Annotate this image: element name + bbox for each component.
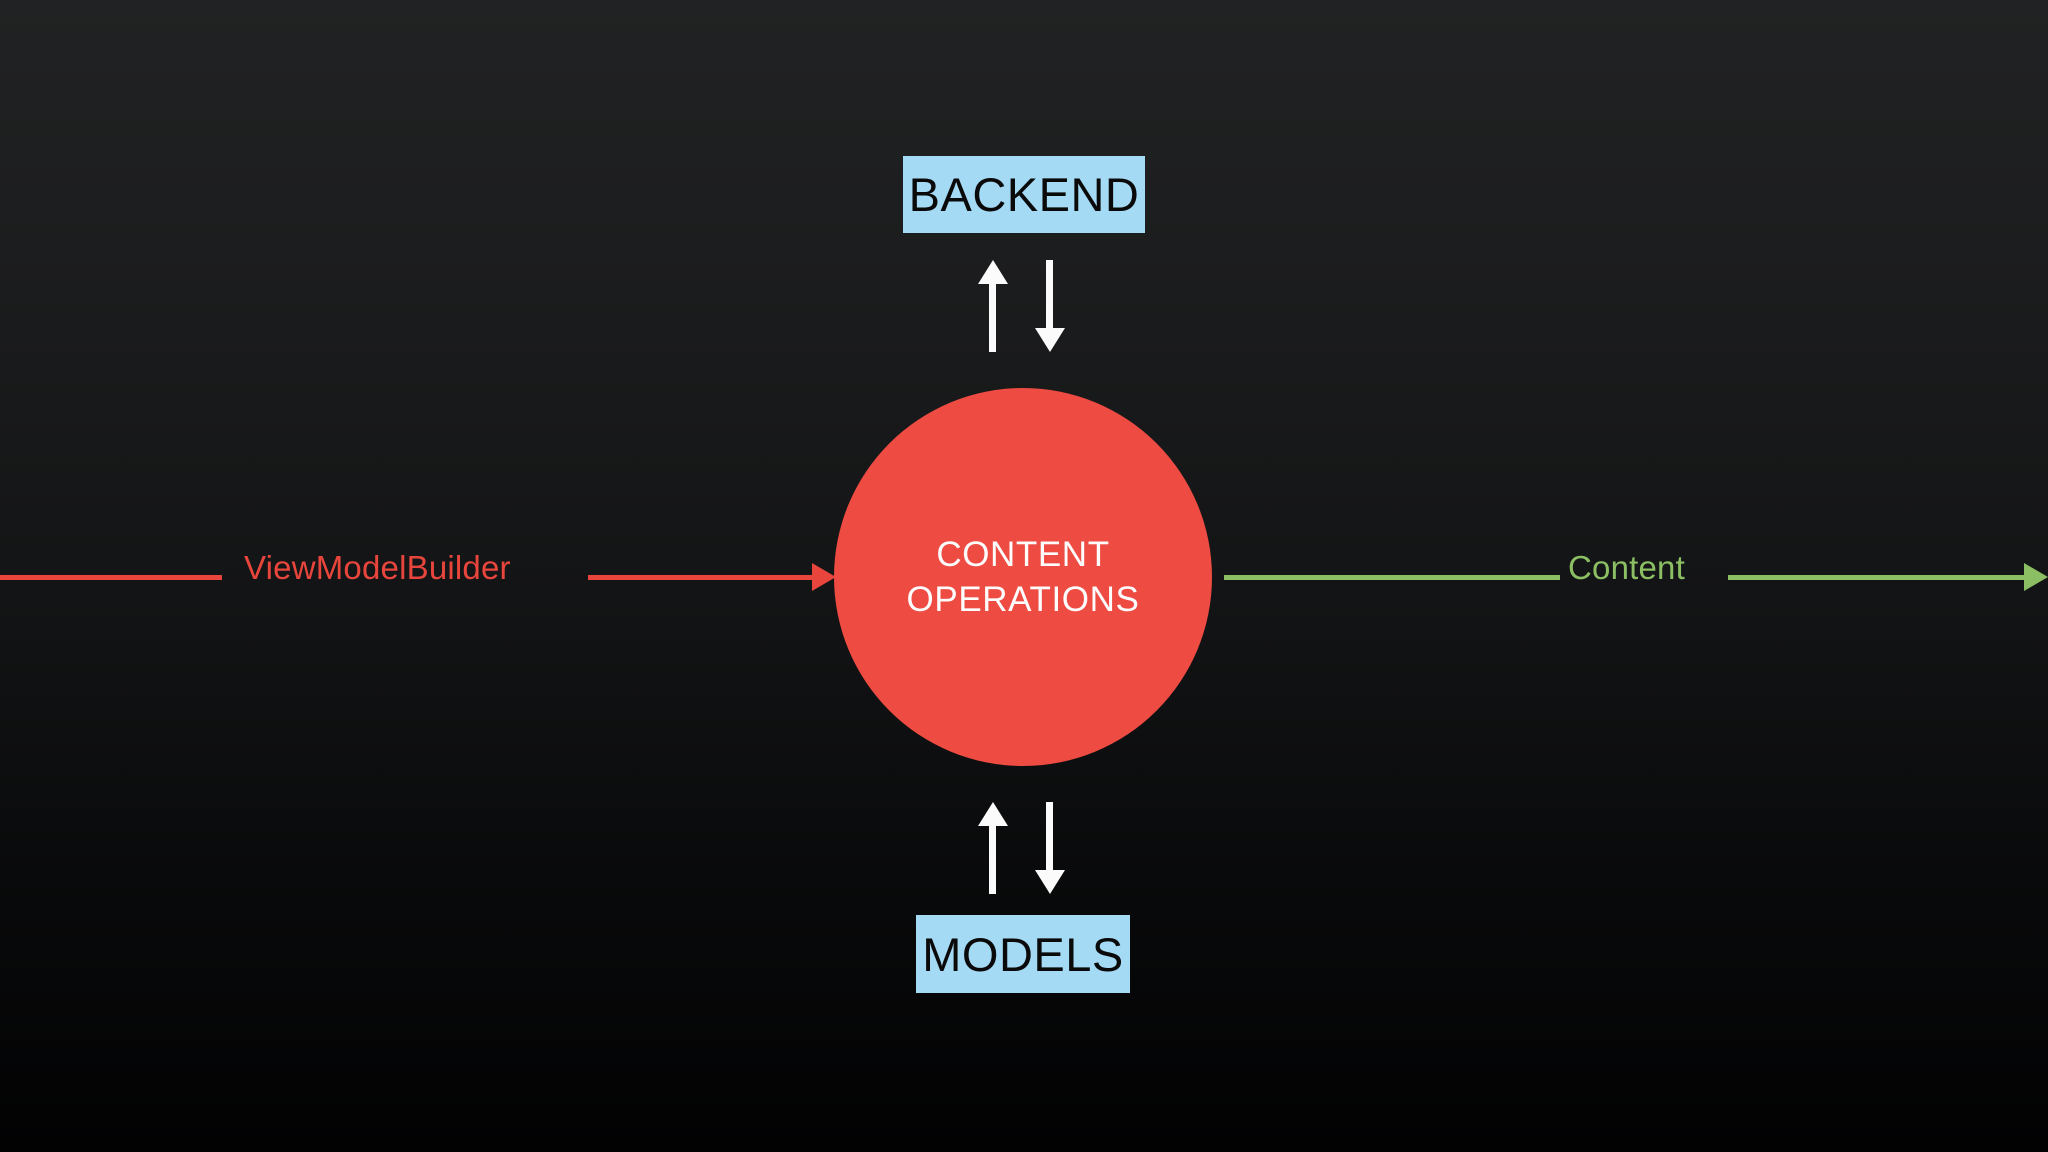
arrow-shaft <box>1046 802 1053 876</box>
hub-content-operations[interactable]: CONTENT OPERATIONS <box>834 388 1212 766</box>
node-backend-label: BACKEND <box>908 168 1140 221</box>
flow-line-content-right <box>1728 575 2024 580</box>
arrow-down-icon-models <box>1032 802 1066 894</box>
hub-label-line2: OPERATIONS <box>906 580 1140 619</box>
arrow-shaft <box>989 278 996 352</box>
arrow-head <box>1035 870 1065 894</box>
flow-label-content: Content <box>1568 549 1685 586</box>
arrow-head <box>1035 328 1065 352</box>
arrow-shaft <box>989 820 996 894</box>
node-models-label: MODELS <box>922 927 1124 981</box>
flow-line-content-left <box>1224 575 1560 580</box>
arrow-up-icon-models <box>975 802 1009 894</box>
node-backend[interactable]: BACKEND <box>903 156 1145 233</box>
arrow-shaft <box>1046 260 1053 334</box>
arrow-right-icon-viewmodelbuilder <box>812 563 836 591</box>
arrow-right-icon-content <box>2024 563 2048 591</box>
hub-label-line1: CONTENT <box>936 535 1110 574</box>
arrow-up-icon-backend <box>975 260 1009 352</box>
flow-line-viewmodelbuilder-left <box>0 575 222 580</box>
flow-label-viewmodelbuilder: ViewModelBuilder <box>244 549 511 586</box>
flow-line-viewmodelbuilder-right <box>588 575 812 580</box>
node-models[interactable]: MODELS <box>916 915 1130 993</box>
arrow-down-icon-backend <box>1032 260 1066 352</box>
